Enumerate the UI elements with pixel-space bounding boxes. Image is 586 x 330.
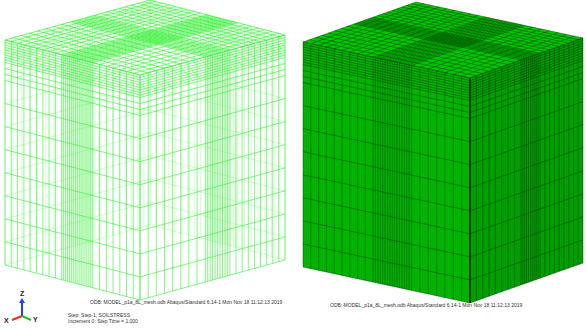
axis-label: X: [4, 317, 9, 325]
axis-label: Y: [33, 316, 38, 324]
axis-head: [19, 298, 25, 303]
info-text: Increment 0: Step Time = 1.000: [68, 319, 138, 325]
axis-label: Z: [20, 290, 24, 298]
info-text: ODB: MODEL_p1a_8L_mesh.odb Abaqus/Standa…: [90, 300, 282, 306]
element-edges: [303, 2, 583, 303]
wireframe-mesh: [5, 0, 285, 300]
axis-arrow: [21, 302, 23, 316]
cube-edge: [469, 78, 470, 303]
axis-arrow: [12, 316, 22, 320]
info-text: ODB: MODEL_p1a_8L_mesh.odb Abaqus/Standa…: [330, 303, 522, 309]
axis-arrow: [22, 316, 31, 320]
info-text: Step: Step-1, SOILSTRESS: [68, 313, 130, 319]
